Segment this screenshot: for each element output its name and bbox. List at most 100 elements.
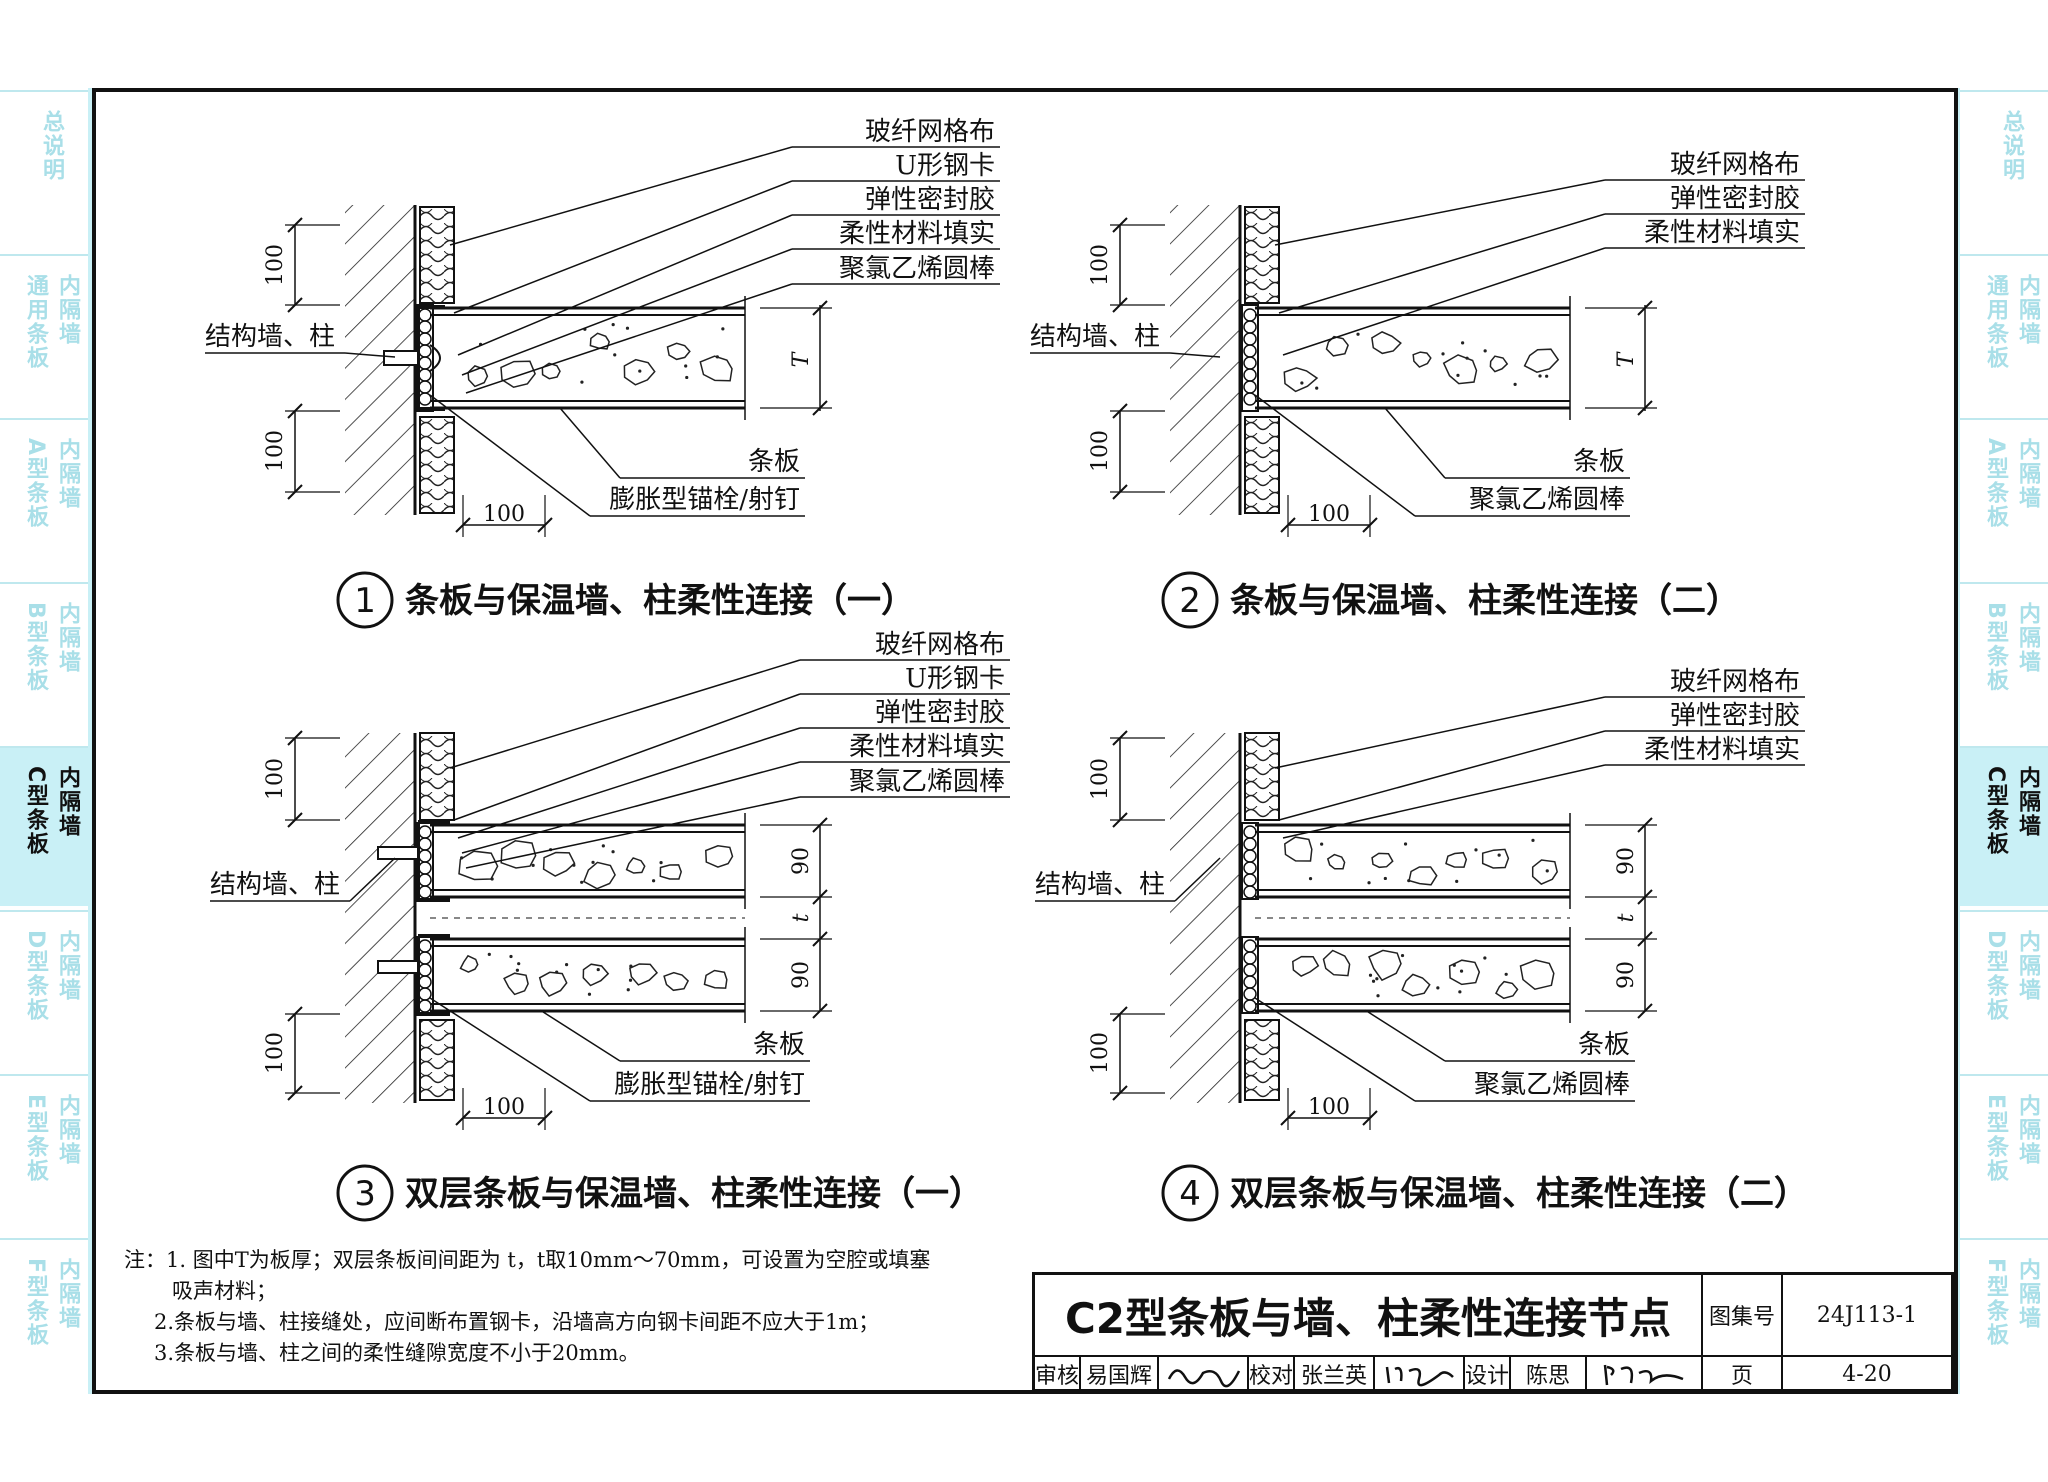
aggregate-stone: [1408, 866, 1438, 886]
aggregate-dot: [1459, 969, 1464, 973]
aggregate-dot: [601, 844, 605, 848]
side-tab-0[interactable]: 总说明: [0, 90, 88, 250]
leader-line: [457, 214, 793, 356]
aggregate-dot: [555, 970, 559, 974]
aggregate-dot: [1497, 853, 1501, 857]
pvc-rod-circle: [418, 344, 432, 358]
drawing-frame: [92, 88, 1958, 1394]
checker-signature: [1375, 1357, 1465, 1391]
side-tab-3[interactable]: B型条板内隔墙: [0, 582, 88, 742]
side-tab-7[interactable]: F型条板内隔墙: [1960, 1238, 2048, 1398]
aggregate-dot: [651, 879, 656, 883]
side-tab-6[interactable]: E型条板内隔墙: [1960, 1074, 2048, 1234]
side-tab-label: 内隔墙: [55, 930, 80, 1002]
side-tab-4[interactable]: C型条板内隔墙: [1960, 746, 2048, 906]
aggregate-stone: [1283, 367, 1319, 393]
callout-label: 柔性材料填实: [849, 732, 1005, 762]
callout-label: 弹性密封胶: [875, 698, 1005, 728]
callout-label: 柔性材料填实: [839, 219, 995, 249]
leader-line: [539, 1009, 621, 1062]
leader-line: [429, 394, 591, 517]
dim-tick: [1112, 403, 1128, 419]
pvc-rod-circle: [1243, 951, 1257, 965]
aggregate-dot: [1458, 990, 1462, 994]
callout-label: 条板: [753, 1030, 805, 1060]
pvc-rod-circle: [418, 939, 432, 953]
callout-label: 聚氯乙烯圆棒: [839, 254, 995, 284]
callout-label: 膨胀型锚栓/射钉: [614, 1070, 805, 1100]
pvc-rod-circle: [1243, 356, 1257, 370]
leader-line: [465, 283, 793, 394]
aggregate-dot: [1465, 356, 1469, 360]
side-tab-4[interactable]: C型条板内隔墙: [0, 746, 88, 906]
page-label: 页: [1703, 1357, 1783, 1391]
aggregate-dot: [684, 364, 688, 368]
side-tab-3[interactable]: B型条板内隔墙: [1960, 582, 2048, 742]
sealant-bead: [429, 344, 441, 372]
aggregate-dot: [1320, 842, 1324, 846]
aggregate-stone: [699, 355, 733, 382]
dim-horizontal: 100: [1308, 502, 1350, 527]
side-tab-label: A型条板: [1983, 438, 2008, 530]
aggregate-dot: [721, 327, 725, 331]
dim-tick: [1112, 1006, 1128, 1022]
aggregate-dot: [1436, 986, 1440, 990]
aggregate-dot: [625, 326, 630, 330]
side-tab-7[interactable]: F型条板内隔墙: [0, 1238, 88, 1398]
check-label: 校对: [1249, 1357, 1295, 1391]
note-1-cont: 吸声材料；: [172, 1279, 277, 1303]
detail-1: 玻纤网格布U形钢卡弹性密封胶柔性材料填实聚氯乙烯圆棒结构墙、柱条板膨胀型锚栓/射…: [205, 117, 1000, 629]
expansion-anchor: [383, 350, 419, 366]
side-tab-label: 内隔墙: [55, 602, 80, 674]
dim-bottom: 100: [263, 430, 288, 472]
dim-tick: [287, 217, 303, 233]
aggregate-dot: [1538, 374, 1542, 378]
dim-tick: [1637, 1003, 1653, 1019]
signature-mark: [1167, 1369, 1241, 1388]
detail-number-circle: [1161, 1164, 1219, 1222]
dim-gap: t: [1614, 913, 1639, 922]
aggregate-dot: [1376, 994, 1380, 998]
aggregate-dot: [1400, 953, 1405, 958]
leader-line: [461, 761, 801, 854]
pvc-rod-circle: [1243, 849, 1257, 863]
side-tab-1[interactable]: 通用条板内隔墙: [1960, 254, 2048, 414]
side-tab-label: 内隔墙: [2015, 274, 2040, 346]
aggregate-dot: [1483, 349, 1487, 353]
side-tab-2[interactable]: A型条板内隔墙: [0, 418, 88, 578]
aggregate-stone: [1481, 848, 1510, 869]
pvc-rod-circle: [1243, 308, 1257, 322]
insulation-layer: [1244, 206, 1280, 304]
side-tab-label: 内隔墙: [2015, 1094, 2040, 1166]
leader-line: [453, 180, 793, 314]
side-tab-0[interactable]: 总说明: [1960, 90, 2048, 250]
aggregate-stone: [1401, 973, 1431, 997]
pvc-rod-circle: [418, 861, 432, 875]
aggregate-stone: [503, 972, 529, 996]
aggregate-dot: [1407, 879, 1411, 883]
dim-tick: [287, 403, 303, 419]
side-tab-5[interactable]: D型条板内隔墙: [1960, 910, 2048, 1070]
leader-line: [1282, 247, 1606, 356]
aggregate-dot: [1371, 979, 1376, 983]
side-tab-6[interactable]: E型条板内隔墙: [0, 1074, 88, 1234]
aggregate-stone: [1325, 335, 1349, 357]
aggregate-dot: [629, 964, 633, 968]
aggregate-dot: [517, 962, 521, 966]
side-tab-1[interactable]: 通用条板内隔墙: [0, 254, 88, 414]
dim-tick: [1112, 297, 1128, 313]
leader-line: [465, 796, 801, 869]
dim-top: 100: [1088, 758, 1113, 800]
side-tab-5[interactable]: D型条板内隔墙: [0, 910, 88, 1070]
aggregate-stone: [500, 360, 536, 389]
review-label: 审核: [1035, 1357, 1081, 1391]
aggregate-dot: [1367, 881, 1371, 885]
side-tab-2[interactable]: A型条板内隔墙: [1960, 418, 2048, 578]
structural-wall-hatch: [345, 733, 415, 1103]
callout-label: 柔性材料填实: [1644, 218, 1800, 248]
dim-horizontal: 100: [483, 502, 525, 527]
insulation-layer: [1244, 416, 1280, 514]
side-tab-label: 内隔墙: [55, 274, 80, 346]
pvc-rod-circle: [1243, 320, 1257, 334]
